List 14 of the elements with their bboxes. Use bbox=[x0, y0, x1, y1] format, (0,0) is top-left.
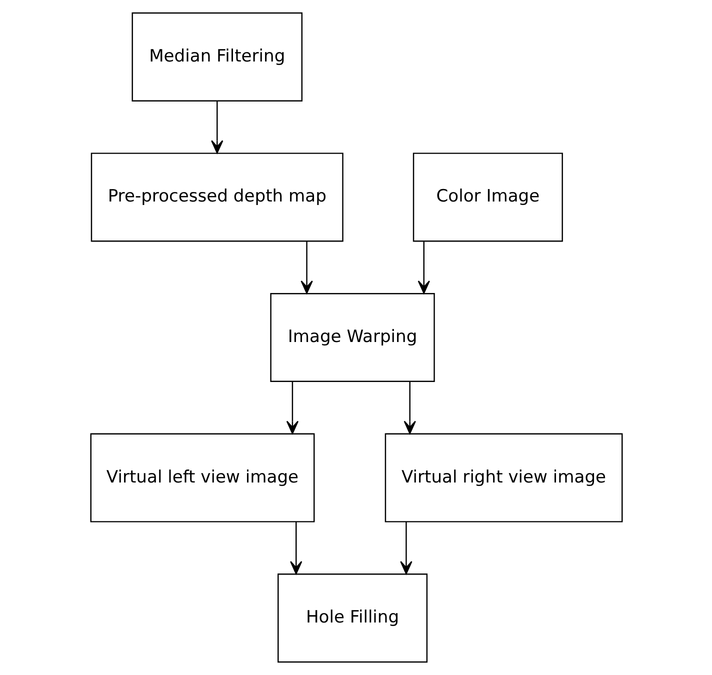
arrow bbox=[417, 241, 430, 294]
arrow bbox=[400, 522, 412, 574]
node-box: Color Image bbox=[412, 152, 562, 242]
node-box: Median Filtering bbox=[131, 12, 302, 102]
node-box: Virtual left view image bbox=[90, 433, 314, 522]
node-box: Pre-processed depth map bbox=[90, 152, 343, 242]
arrow bbox=[290, 522, 302, 574]
node-box: Hole Filling bbox=[277, 574, 428, 663]
arrow bbox=[210, 100, 223, 154]
node-box: Image Warping bbox=[270, 292, 434, 382]
arrow bbox=[300, 241, 312, 294]
arrow bbox=[286, 382, 298, 434]
node-box: Virtual right view image bbox=[384, 433, 622, 522]
arrow bbox=[403, 382, 416, 434]
